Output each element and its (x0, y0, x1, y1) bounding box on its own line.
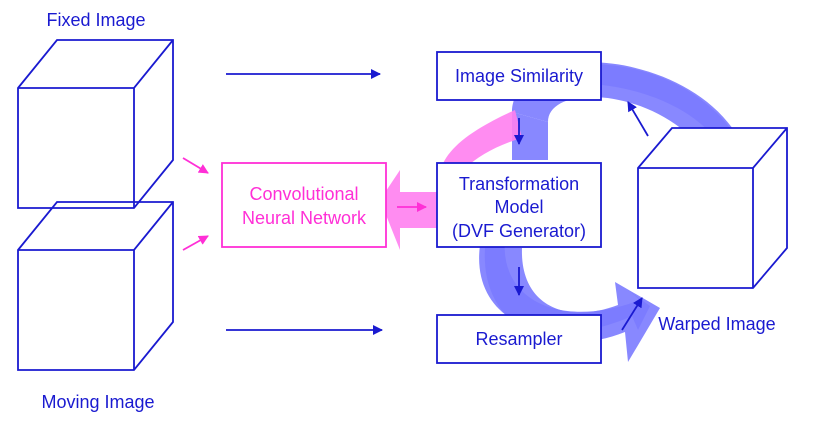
loop-band-lower (484, 248, 660, 362)
cnn-label-line1: Convolutional (249, 184, 358, 204)
image-similarity-label: Image Similarity (455, 66, 583, 86)
moving-image-cube (17, 201, 174, 371)
cnn-box (221, 162, 387, 248)
arrow-resampler-to-warped (621, 297, 643, 331)
transformation-label-line3: (DVF Generator) (452, 221, 586, 241)
image-similarity-box (436, 51, 602, 101)
arrow-warped-to-similarity (627, 101, 649, 137)
arrow-fixed-to-cnn (182, 157, 209, 174)
fixed-image-cube (17, 39, 174, 209)
transformation-model-box (436, 162, 602, 248)
transformation-label-line1: Transformation (459, 174, 579, 194)
fixed-image-label: Fixed Image (46, 10, 145, 30)
moving-image-label: Moving Image (41, 392, 154, 412)
loop-band-left (512, 112, 548, 160)
warped-image-cube (637, 127, 788, 289)
transformation-label-line2: Model (494, 197, 543, 217)
resampler-label: Resampler (475, 329, 562, 349)
cnn-label-line2: Neural Network (242, 208, 367, 228)
warped-image-label: Warped Image (658, 314, 775, 334)
arrow-moving-to-cnn (182, 235, 209, 251)
resampler-box (436, 314, 602, 364)
